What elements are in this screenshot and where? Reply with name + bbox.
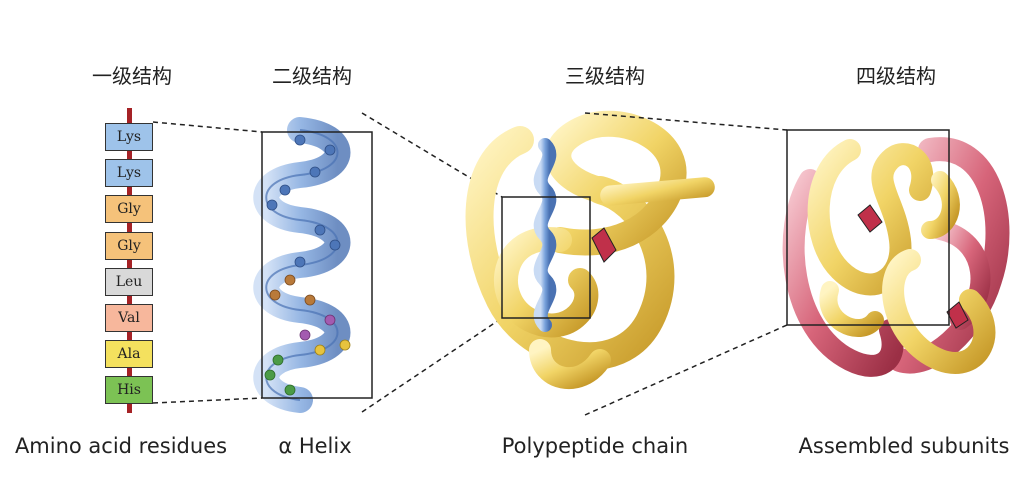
assembled-subunits-illustration bbox=[794, 149, 998, 366]
tertiary-caption: Polypeptide chain bbox=[490, 434, 700, 458]
primary-caption: Amino acid residues bbox=[6, 434, 236, 458]
connector-primary-bottom bbox=[153, 398, 262, 403]
polypeptide-chain-illustration bbox=[480, 124, 716, 378]
secondary-caption: α Helix bbox=[260, 434, 370, 458]
alpha-helix-illustration bbox=[265, 130, 350, 400]
connector-primary-top bbox=[153, 122, 262, 132]
connector-helix-bottom bbox=[362, 318, 502, 412]
quaternary-caption: Assembled subunits bbox=[786, 434, 1022, 458]
